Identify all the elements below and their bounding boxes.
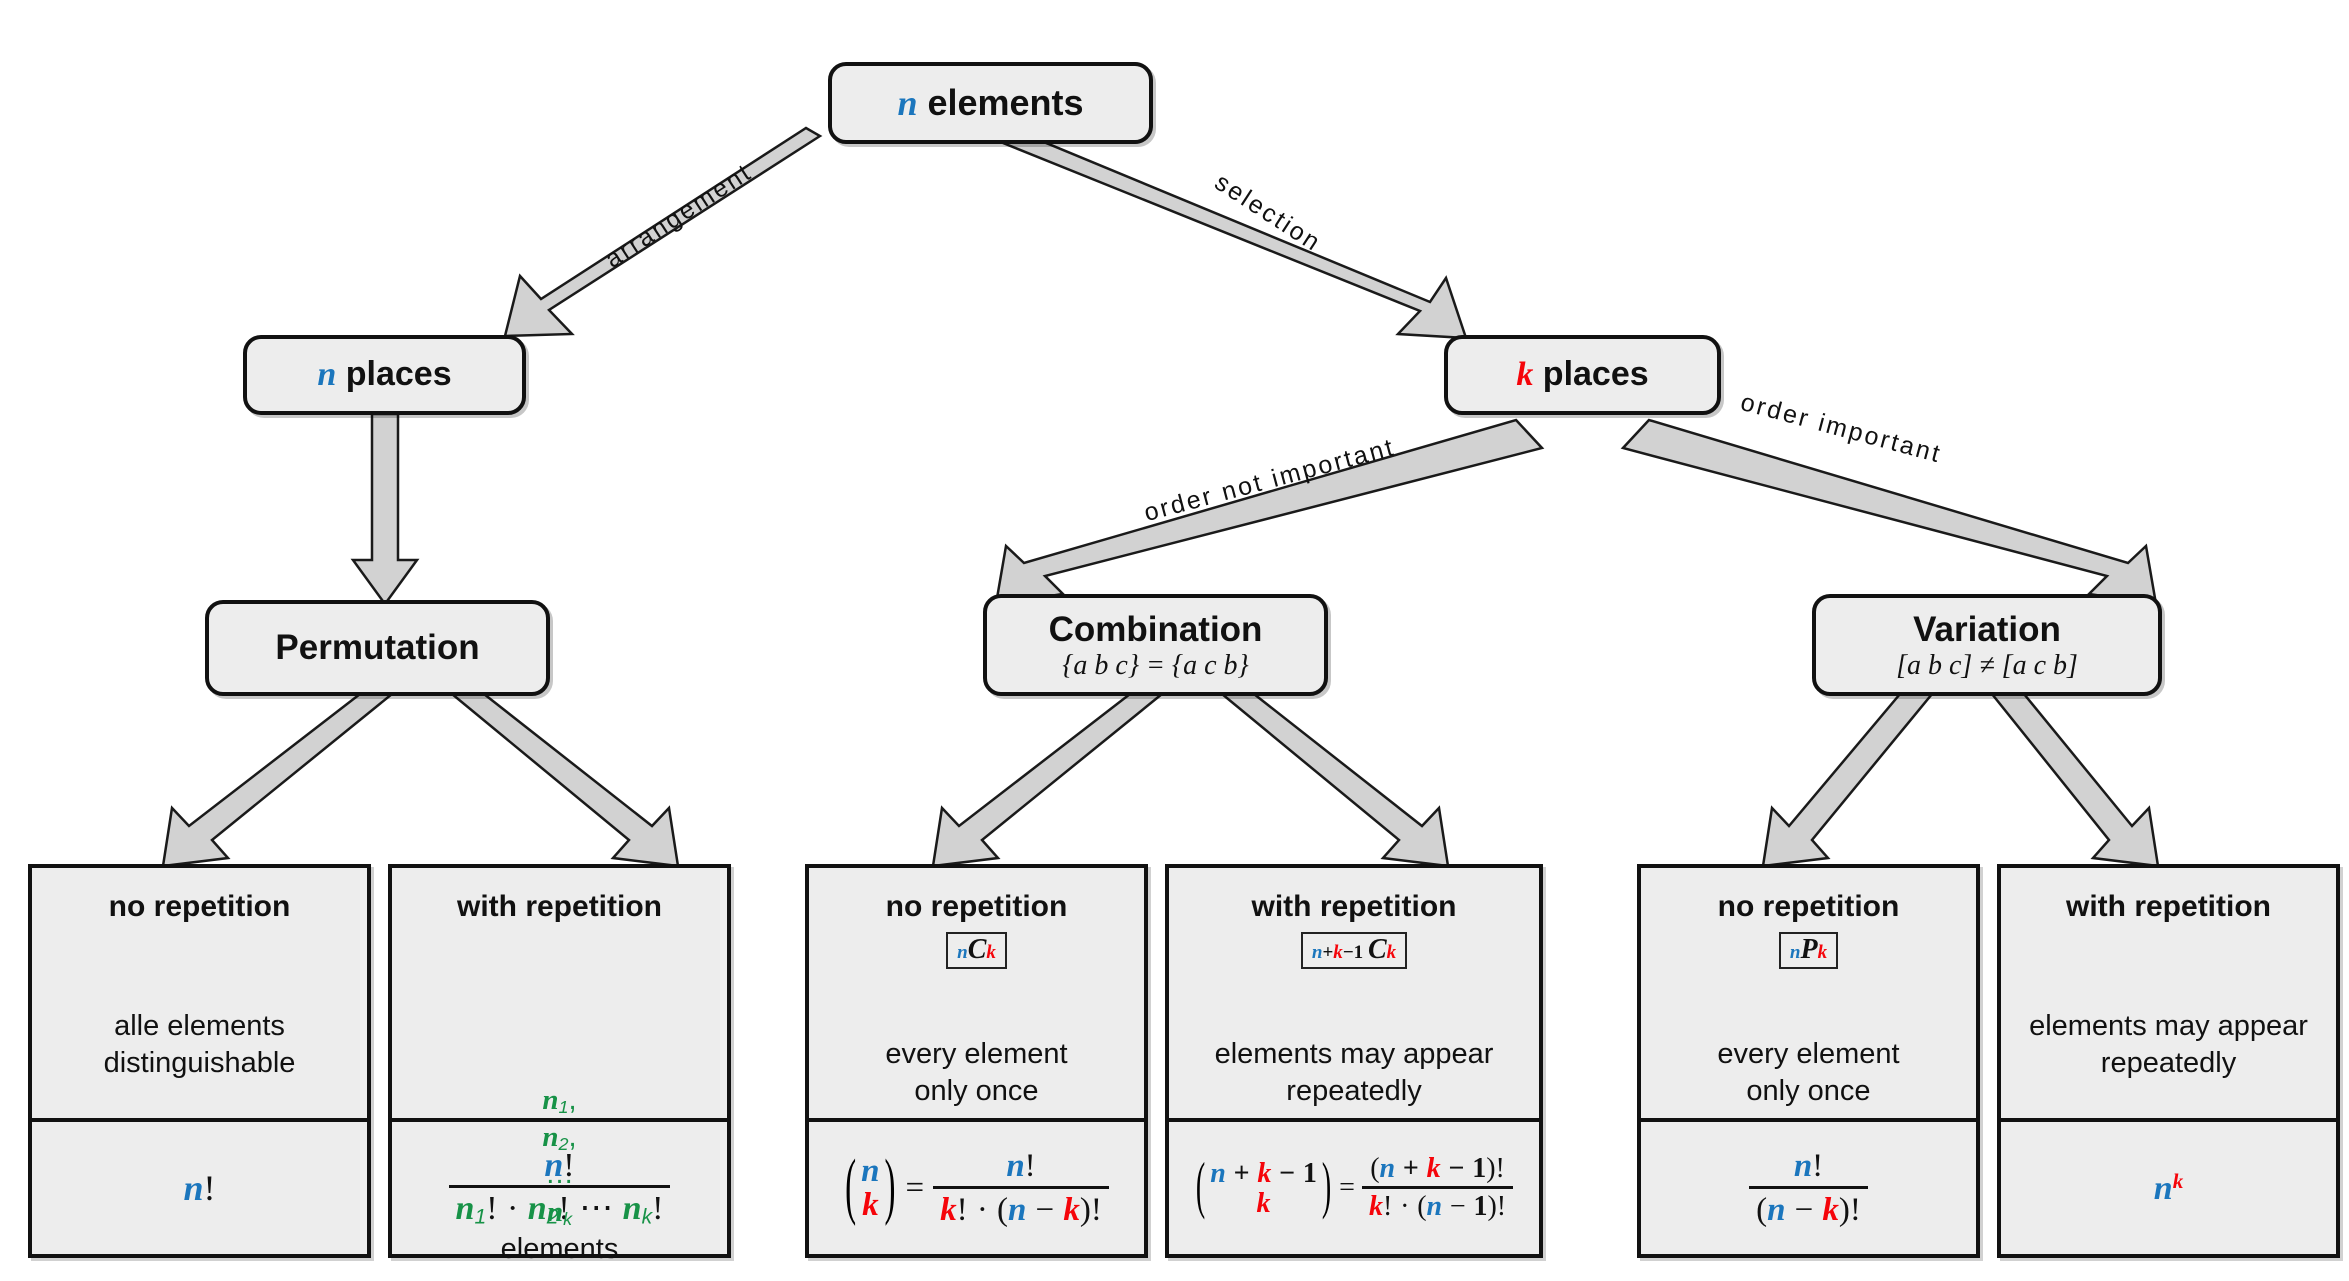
leaf-badge-nPk: nPk: [1778, 932, 1839, 969]
fraction-bar: [933, 1186, 1109, 1189]
leaf-formula: ( n + k − 1 k ) = (n + k − 1)!: [1169, 1122, 1539, 1254]
node-n-places[interactable]: n places: [243, 335, 526, 415]
node-variation-subtitle: [a b c] ≠ [a c b]: [1896, 649, 2078, 681]
leaf-permutation-with-repetition[interactable]: with repetition n1, n2, … nk elements ar…: [388, 864, 731, 1265]
leaf-badge-nCk: nCk: [946, 932, 1007, 969]
arrow-n-places-to-permutation: [350, 412, 420, 607]
arrow-permutation-to-leaf1: [161, 692, 396, 868]
fraction-denominator: k! · (n − 1)!: [1368, 1191, 1507, 1222]
leaf-description: elements may appear repeatedly: [2029, 1010, 2308, 1080]
leaf-top-section: no repetition nPk every element only onc…: [1641, 868, 1976, 1118]
arrow-variation-to-leaf1: [1761, 692, 1935, 868]
leaf-top-section: no repetition nCk every element only onc…: [809, 868, 1144, 1118]
leaf-formula: ( n k ) = n! k! · (n: [809, 1122, 1144, 1254]
leaf-badge-npkm1Ck: n+k−1 Ck: [1300, 932, 1408, 969]
node-k-places-label: k places: [1516, 355, 1649, 394]
leaf-description: alle elements distinguishable: [103, 1010, 296, 1080]
node-n-elements-label: n elements: [897, 81, 1084, 123]
leaf-top-section: with repetition n1, n2, … nk elements ar…: [392, 868, 727, 1265]
fraction-denominator: k! · (n − k)!: [940, 1192, 1102, 1228]
binomial-coefficient: ( n k ): [845, 1146, 896, 1228]
fraction-numerator: n!: [1006, 1148, 1036, 1185]
leaf-formula: n!: [183, 1168, 216, 1208]
fraction-bar: [448, 1185, 671, 1189]
node-permutation-title: Permutation: [275, 627, 480, 667]
leaf-description-line1: n1, n2, … nk elements: [500, 1084, 619, 1265]
leaf-head: with repetition: [1251, 890, 1457, 923]
leaf-top-section: with repetition elements may appear repe…: [2001, 868, 2336, 1118]
leaf-variation-no-repetition[interactable]: no repetition nPk every element only onc…: [1637, 864, 1980, 1258]
fraction-numerator: n!: [1793, 1148, 1824, 1185]
fraction-bar: [1749, 1186, 1868, 1189]
node-variation-title: Variation: [1913, 610, 2061, 650]
leaf-head: no repetition: [1717, 890, 1900, 923]
node-n-elements[interactable]: n elements: [828, 62, 1153, 144]
arrow-root-to-k-places: [1001, 126, 1468, 340]
leaf-combination-no-repetition[interactable]: no repetition nCk every element only onc…: [805, 864, 1148, 1258]
node-combination-subtitle: {a b c} = {a c b}: [1062, 649, 1249, 681]
leaf-divider: [32, 1118, 367, 1122]
fraction-numerator: (n + k − 1)!: [1370, 1153, 1505, 1185]
leaf-formula: n! (n − k)!: [1641, 1122, 1976, 1254]
leaf-description: every element only once: [1717, 1038, 1900, 1108]
node-combination[interactable]: Combination {a b c} = {a c b}: [983, 594, 1328, 696]
leaf-variation-with-repetition[interactable]: with repetition elements may appear repe…: [1997, 864, 2340, 1258]
leaf-head: with repetition: [2066, 890, 2271, 923]
arrow-k-places-to-combination: [994, 418, 1545, 606]
arrow-variation-to-leaf2: [1989, 692, 2160, 868]
node-permutation[interactable]: Permutation: [205, 600, 550, 696]
leaf-description: n1, n2, … nk elements are the same: [392, 1008, 727, 1281]
fraction-denominator: (n − k)!: [1756, 1192, 1861, 1228]
binomial-coefficient: ( n + k − 1 k ): [1195, 1152, 1332, 1222]
leaf-head: with repetition: [457, 890, 662, 923]
node-variation[interactable]: Variation [a b c] ≠ [a c b]: [1812, 594, 2162, 696]
arrow-combination-to-leaf1: [931, 692, 1166, 868]
node-n-places-label: n places: [317, 355, 452, 394]
node-k-places[interactable]: k places: [1444, 335, 1721, 415]
fraction-denominator: n1! · n2! ⋯ nk!: [455, 1190, 664, 1229]
node-combination-title: Combination: [1048, 610, 1263, 650]
fraction-bar: [1361, 1186, 1514, 1189]
leaf-divider: [2001, 1118, 2336, 1122]
leaf-top-section: with repetition n+k−1 Ck elements may ap…: [1169, 868, 1539, 1118]
arrow-combination-to-leaf2: [1218, 692, 1450, 868]
leaf-combination-with-repetition[interactable]: with repetition n+k−1 Ck elements may ap…: [1165, 864, 1543, 1258]
leaf-head: no repetition: [885, 890, 1068, 923]
leaf-divider: [1169, 1118, 1539, 1122]
leaf-head: no repetition: [108, 890, 291, 923]
leaf-description: every element only once: [885, 1038, 1068, 1108]
leaf-divider: [809, 1118, 1144, 1122]
fraction-numerator: n!: [544, 1146, 575, 1184]
leaf-description: elements may appear repeatedly: [1214, 1038, 1494, 1108]
leaf-top-section: no repetition alle elements distinguisha…: [32, 868, 367, 1118]
arrow-permutation-to-leaf2: [448, 692, 680, 868]
leaf-formula: nk: [2153, 1168, 2184, 1207]
leaf-divider: [392, 1118, 727, 1122]
leaf-divider: [1641, 1118, 1976, 1122]
leaf-formula: n! n1! · n2! ⋯ nk!: [392, 1122, 727, 1254]
leaf-permutation-no-repetition[interactable]: no repetition alle elements distinguisha…: [28, 864, 371, 1258]
arrow-root-to-n-places: [503, 126, 823, 338]
